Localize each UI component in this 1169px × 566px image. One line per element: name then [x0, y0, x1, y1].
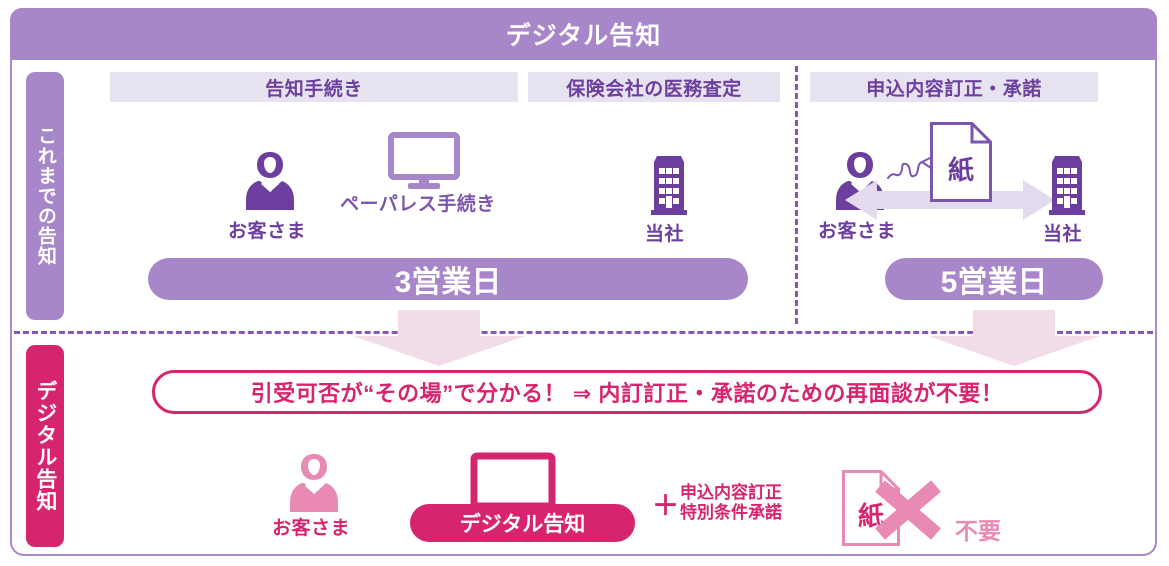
customer-label-bottom: お客さま — [272, 518, 351, 539]
vertical-dashed-divider — [795, 66, 798, 324]
plus-sign: ＋ — [652, 490, 679, 521]
column-header-amendment: 申込内容訂正・承諾 — [810, 72, 1098, 102]
column-header-medical-review: 保険会社の医務査定 — [528, 72, 780, 102]
diagram-title-bar: デジタル告知 — [10, 8, 1157, 60]
horizontal-dashed-divider — [14, 331, 1153, 334]
callout-banner: 引受可否が“その場”で分かる！ ⇒ 内訂訂正・承諾のための再面談が不要！ — [152, 370, 1102, 414]
unnecessary-label: 不要 — [955, 518, 1001, 544]
side-tab-digital-label: デジタル告知 — [33, 380, 57, 512]
digital-notification-pill-label: デジタル告知 — [459, 513, 586, 536]
customer-label-top-left: お客さま — [228, 221, 307, 242]
callout-text: 引受可否が“その場”で分かる！ ⇒ 内訂訂正・承諾のための再面談が不要！ — [250, 381, 1004, 406]
additional-item-line2: 特別条件承諾 — [680, 503, 782, 523]
side-tab-conventional: これまでの告知 — [26, 72, 64, 320]
duration-pill-3-days: 3営業日 — [148, 258, 748, 300]
person-icon — [290, 454, 338, 512]
column-header-medical-review-label: 保険会社の医務査定 — [566, 78, 742, 100]
side-tab-digital: デジタル告知 — [26, 345, 64, 547]
paper-label-top: 紙 — [947, 155, 974, 185]
additional-item-line1: 申込内容訂正 — [680, 483, 782, 502]
company-label-top: 当社 — [645, 224, 685, 245]
digital-notification-pill: デジタル告知 — [410, 504, 635, 542]
monitor-icon — [388, 132, 460, 189]
page-title: デジタル告知 — [505, 22, 662, 50]
building-icon — [651, 156, 687, 215]
down-arrow-icon — [353, 310, 525, 366]
duration-pill-5-days: 5営業日 — [885, 258, 1103, 300]
column-header-notification: 告知手続き — [110, 72, 518, 102]
paperless-label: ペーパレス手続き — [340, 194, 496, 215]
customer-label-top-right: お客さま — [818, 221, 897, 242]
additional-items-block: ＋ 申込内容訂正 特別条件承諾 — [652, 483, 782, 523]
duration-pill-5-days-label: 5営業日 — [940, 266, 1048, 299]
company-label-top-right: 当社 — [1043, 224, 1083, 245]
document-icon: 紙 — [930, 122, 992, 202]
down-arrow-icon — [928, 310, 1100, 366]
column-header-notification-label: 告知手続き — [265, 78, 363, 100]
person-icon — [246, 152, 294, 210]
cross-mark-icon — [875, 480, 941, 540]
side-tab-conventional-label: これまでの告知 — [34, 126, 56, 266]
duration-pill-3-days-label: 3営業日 — [394, 266, 502, 299]
building-icon — [1049, 156, 1085, 215]
column-header-amendment-label: 申込内容訂正・承諾 — [866, 78, 1042, 100]
